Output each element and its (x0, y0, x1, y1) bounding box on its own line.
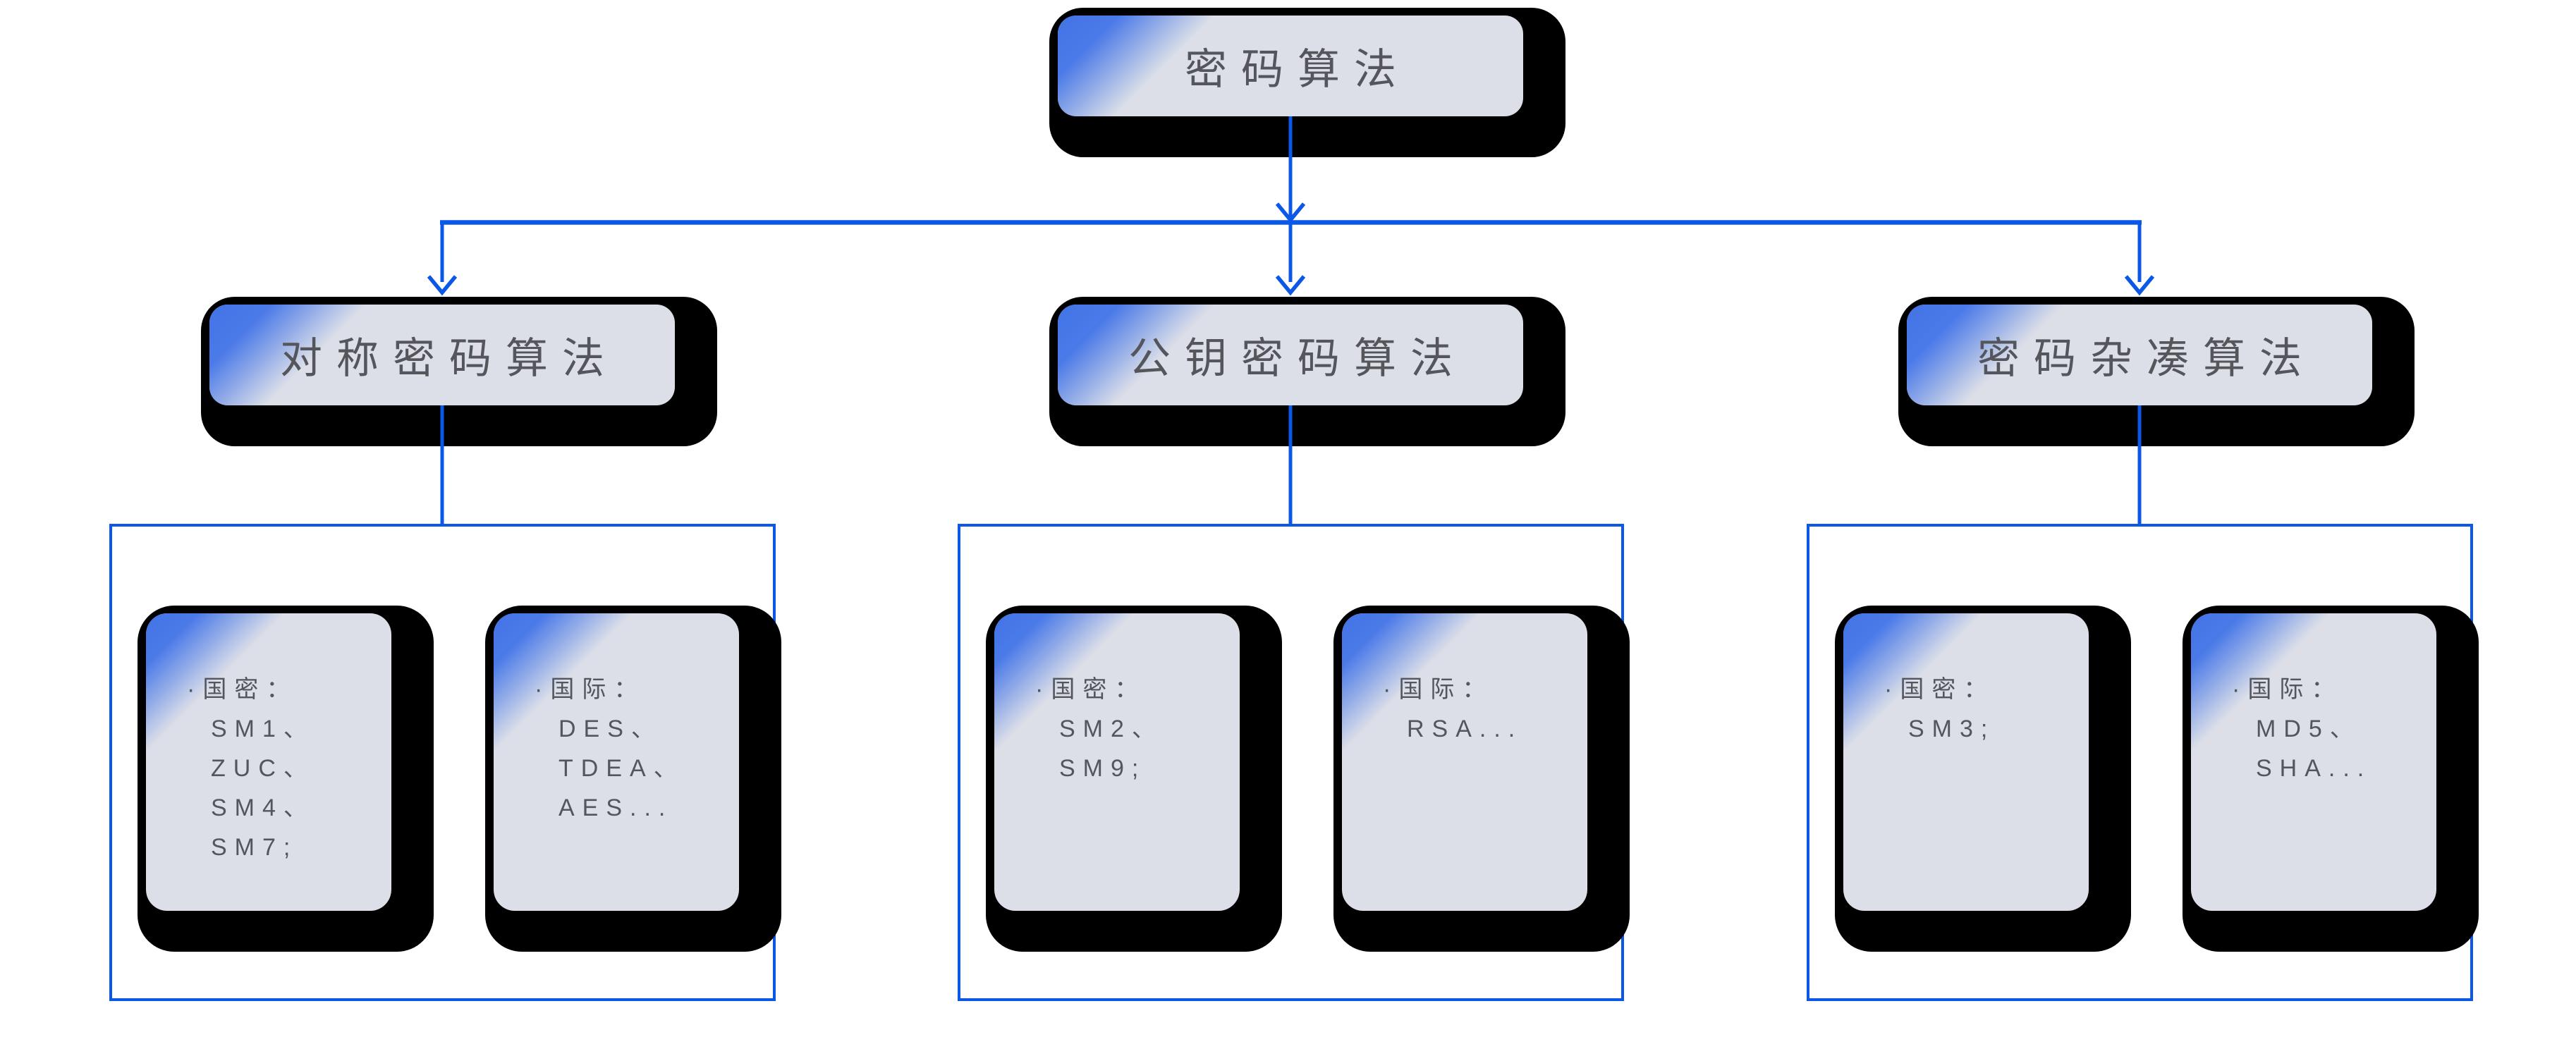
card-label: 国际： (1398, 676, 1494, 703)
card-hash-international: ·国际： MD5、 SHA... (2183, 606, 2479, 952)
card-text: ·国际： DES、 TDEA、 AES... (494, 613, 739, 828)
node-crypto-algorithms: 密码算法 (1049, 8, 1565, 157)
card-face: ·国密： SM3; (1843, 613, 2089, 911)
card-face: ·国密： SM2、 SM9; (994, 613, 1240, 911)
card-symmetric-guomi: ·国密： SM1、 ZUC、 SM4、 SM7; (138, 606, 434, 952)
card-item: SM4、 (211, 795, 315, 821)
card-publickey-guomi: ·国密： SM2、 SM9; (986, 606, 1282, 952)
bullet: · (1383, 676, 1399, 703)
card-item: SM1、 (211, 716, 315, 742)
card-symmetric-international: ·国际： DES、 TDEA、 AES... (485, 606, 781, 952)
card-item: SM7; (211, 834, 298, 861)
node-label: 公钥密码算法 (1128, 335, 1467, 382)
node-symmetric-crypto: 对称密码算法 (201, 297, 717, 446)
bullet: · (535, 676, 551, 703)
bullet: · (1884, 676, 1900, 703)
bullet: · (2232, 676, 2248, 703)
node-label: 密码算法 (1185, 46, 1410, 93)
card-text: ·国密： SM1、 ZUC、 SM4、 SM7; (146, 613, 391, 867)
card-item: SM3; (1908, 716, 1996, 742)
card-hash-guomi: ·国密： SM3; (1835, 606, 2131, 952)
node-face: 对称密码算法 (209, 305, 675, 405)
card-item: RSA... (1407, 716, 1523, 742)
card-item: SHA... (2256, 755, 2372, 782)
card-text: ·国密： SM2、 SM9; (994, 613, 1240, 788)
card-publickey-international: ·国际： RSA... (1333, 606, 1630, 952)
card-face: ·国际： MD5、 SHA... (2191, 613, 2436, 911)
bullet: · (187, 676, 203, 703)
node-face: 公钥密码算法 (1058, 305, 1523, 405)
card-face: ·国际： RSA... (1342, 613, 1587, 911)
card-face: ·国际： DES、 TDEA、 AES... (494, 613, 739, 911)
card-label: 国密： (202, 676, 298, 703)
card-item: ZUC、 (211, 755, 315, 782)
card-label: 国密： (1900, 676, 1996, 703)
card-face: ·国密： SM1、 ZUC、 SM4、 SM7; (146, 613, 391, 911)
node-face: 密码杂凑算法 (1907, 305, 2372, 405)
card-item: SM9; (1059, 755, 1147, 782)
card-label: 国密： (1051, 676, 1147, 703)
card-text: ·国际： MD5、 SHA... (2191, 613, 2436, 788)
card-item: MD5、 (2256, 716, 2362, 742)
card-item: AES... (558, 795, 673, 821)
node-public-key-crypto: 公钥密码算法 (1049, 297, 1565, 446)
card-label: 国际： (2247, 676, 2343, 703)
card-item: SM2、 (1059, 716, 1164, 742)
card-text: ·国际： RSA... (1342, 613, 1587, 749)
node-hash-crypto: 密码杂凑算法 (1898, 297, 2415, 446)
node-label: 对称密码算法 (280, 335, 618, 382)
node-label: 密码杂凑算法 (1977, 335, 2316, 382)
card-label: 国际： (550, 676, 646, 703)
card-item: DES、 (558, 716, 663, 742)
bullet: · (1035, 676, 1051, 703)
card-text: ·国密： SM3; (1843, 613, 2089, 749)
node-face: 密码算法 (1058, 16, 1523, 116)
card-item: TDEA、 (558, 755, 685, 782)
